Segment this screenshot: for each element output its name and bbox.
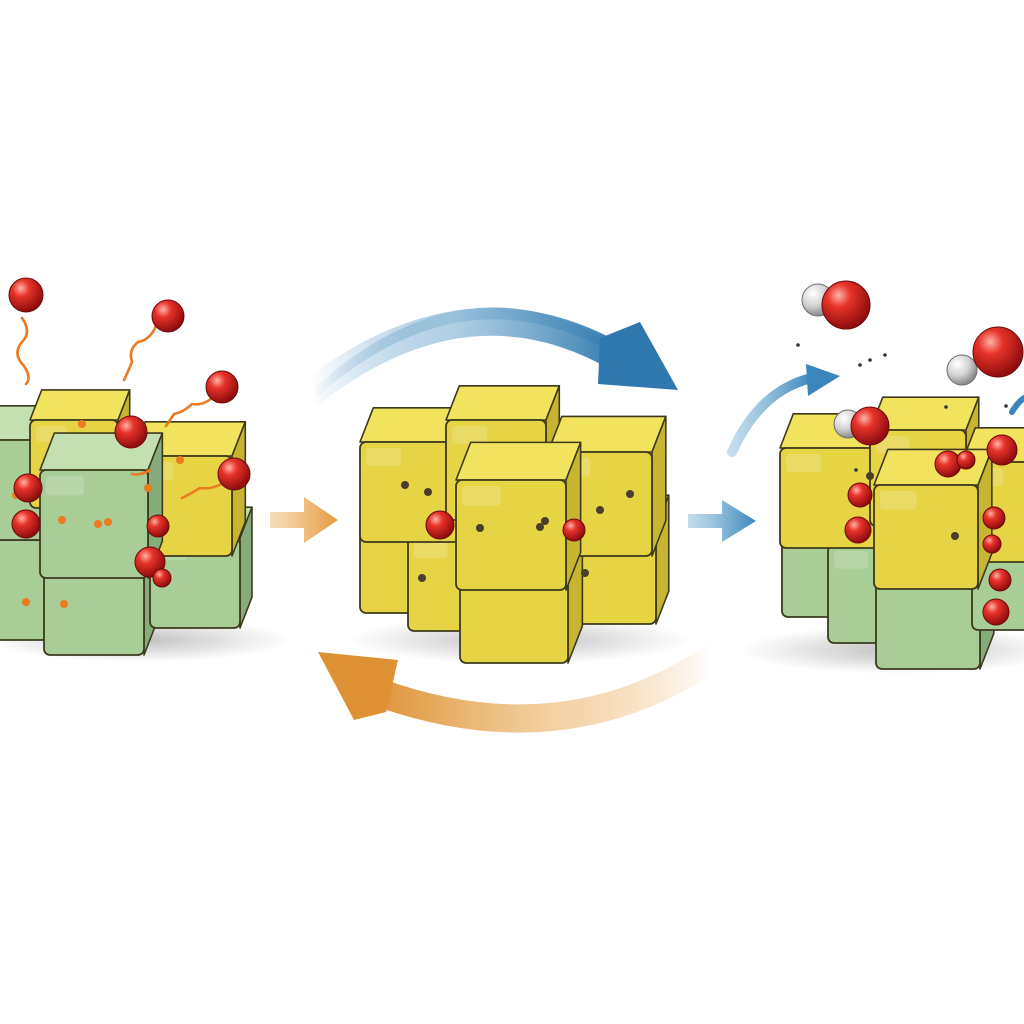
energy-wave [16, 316, 30, 386]
vacancy-site [418, 574, 426, 582]
vacancy-site [476, 524, 484, 532]
surface-site-dot [176, 456, 184, 464]
particle-dot [858, 363, 862, 367]
particle-dot [868, 358, 872, 362]
oxygen-atom [8, 277, 44, 313]
surface-site-dot [104, 518, 112, 526]
oxygen-atom [205, 370, 239, 404]
oxygen-atom [821, 280, 871, 330]
clusters-layer [0, 277, 1024, 674]
energy-wave [130, 468, 152, 476]
oxygen-atom [151, 299, 185, 333]
oxygen-atom [934, 450, 962, 478]
oxygen-atom [988, 568, 1012, 592]
surface-site-dot [60, 600, 68, 608]
particle-dot [854, 468, 858, 472]
vacancy-site [596, 506, 604, 514]
vacancy-site [626, 490, 634, 498]
oxygen-atom [982, 506, 1006, 530]
vacancy-site [536, 523, 544, 531]
surface-site-dot [94, 520, 102, 528]
particle-dot [944, 405, 948, 409]
oxygen-atom [844, 516, 872, 544]
oxygen-atom [13, 473, 43, 503]
oxygen-atom [217, 457, 251, 491]
oxygen-atom [425, 510, 455, 540]
oxygen-atom [562, 518, 586, 542]
oxygen-atom [11, 509, 41, 539]
energy-wave [122, 324, 158, 382]
oxygen-atom [982, 534, 1002, 554]
energy-wave [180, 478, 230, 500]
hydroxyl-molecule [946, 326, 1024, 386]
vacancy-site [581, 569, 589, 577]
surface-site-dot [22, 598, 30, 606]
particle-dot [883, 353, 887, 357]
cube-yellow [455, 441, 582, 591]
reduced-cluster [350, 384, 690, 664]
vacancy-site [951, 532, 959, 540]
oxygen-atom [152, 568, 172, 588]
particle-dot [1004, 404, 1008, 408]
arrow-forward-top [298, 307, 678, 406]
vacancy-site [424, 488, 432, 496]
oxygen-atom [847, 482, 873, 508]
hydroxylated-cluster [740, 280, 1024, 674]
surface-site-dot [144, 484, 152, 492]
oxygen-atom [114, 415, 148, 449]
hydroxyl-molecule [833, 406, 890, 446]
oxygen-atom [982, 598, 1010, 626]
oxidized-cluster [0, 277, 290, 662]
surface-site-dot [78, 420, 86, 428]
arrow-small-in [270, 497, 338, 543]
oxygen-atom [956, 450, 976, 470]
arrow-small-out [688, 500, 756, 542]
oxygen-atom [146, 514, 170, 538]
oxygen-atom [972, 326, 1024, 378]
vacancy-site [541, 517, 549, 525]
surface-site-dot [58, 516, 66, 524]
energy-wave [164, 394, 216, 428]
hydroxyl-molecule [801, 280, 871, 330]
hydrogen-atom [946, 354, 978, 386]
vacancy-site [401, 481, 409, 489]
arrow-release [727, 364, 1024, 457]
cube-yellow [873, 448, 993, 590]
particle-dot [796, 343, 800, 347]
vacancy-site [866, 472, 874, 480]
oxygen-atom [134, 546, 166, 578]
oxygen-atom [986, 434, 1018, 466]
oxygen-atom [850, 406, 890, 446]
arrow-reverse-bottom [318, 644, 726, 733]
